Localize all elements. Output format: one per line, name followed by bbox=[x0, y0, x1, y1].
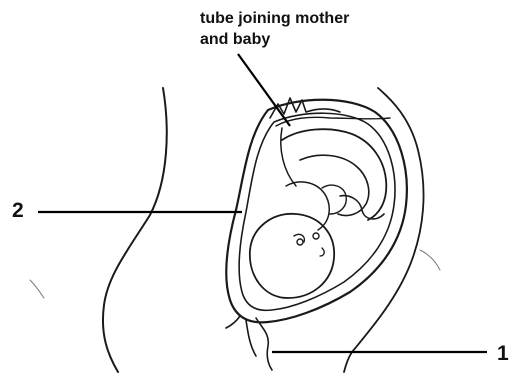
faint-stroke bbox=[30, 280, 44, 298]
baby-arm bbox=[286, 182, 329, 230]
baby-back bbox=[282, 129, 386, 220]
label-tube-line-1: tube joining mother bbox=[200, 11, 349, 27]
baby-eye bbox=[313, 233, 319, 239]
cervix bbox=[226, 316, 272, 370]
baby-nose bbox=[320, 248, 324, 256]
baby-knee bbox=[322, 185, 346, 214]
mother-back-outline bbox=[103, 88, 167, 372]
label-2: 2 bbox=[12, 200, 24, 221]
mother-belly-outline bbox=[344, 88, 424, 372]
baby-eye bbox=[297, 239, 303, 245]
label-tube-line-2: and baby bbox=[200, 32, 270, 48]
placenta-base bbox=[276, 117, 390, 126]
amniotic-sac-wall bbox=[239, 113, 395, 310]
birth-canal bbox=[246, 320, 256, 356]
faint-stroke bbox=[420, 250, 440, 270]
label-1: 1 bbox=[497, 343, 509, 364]
